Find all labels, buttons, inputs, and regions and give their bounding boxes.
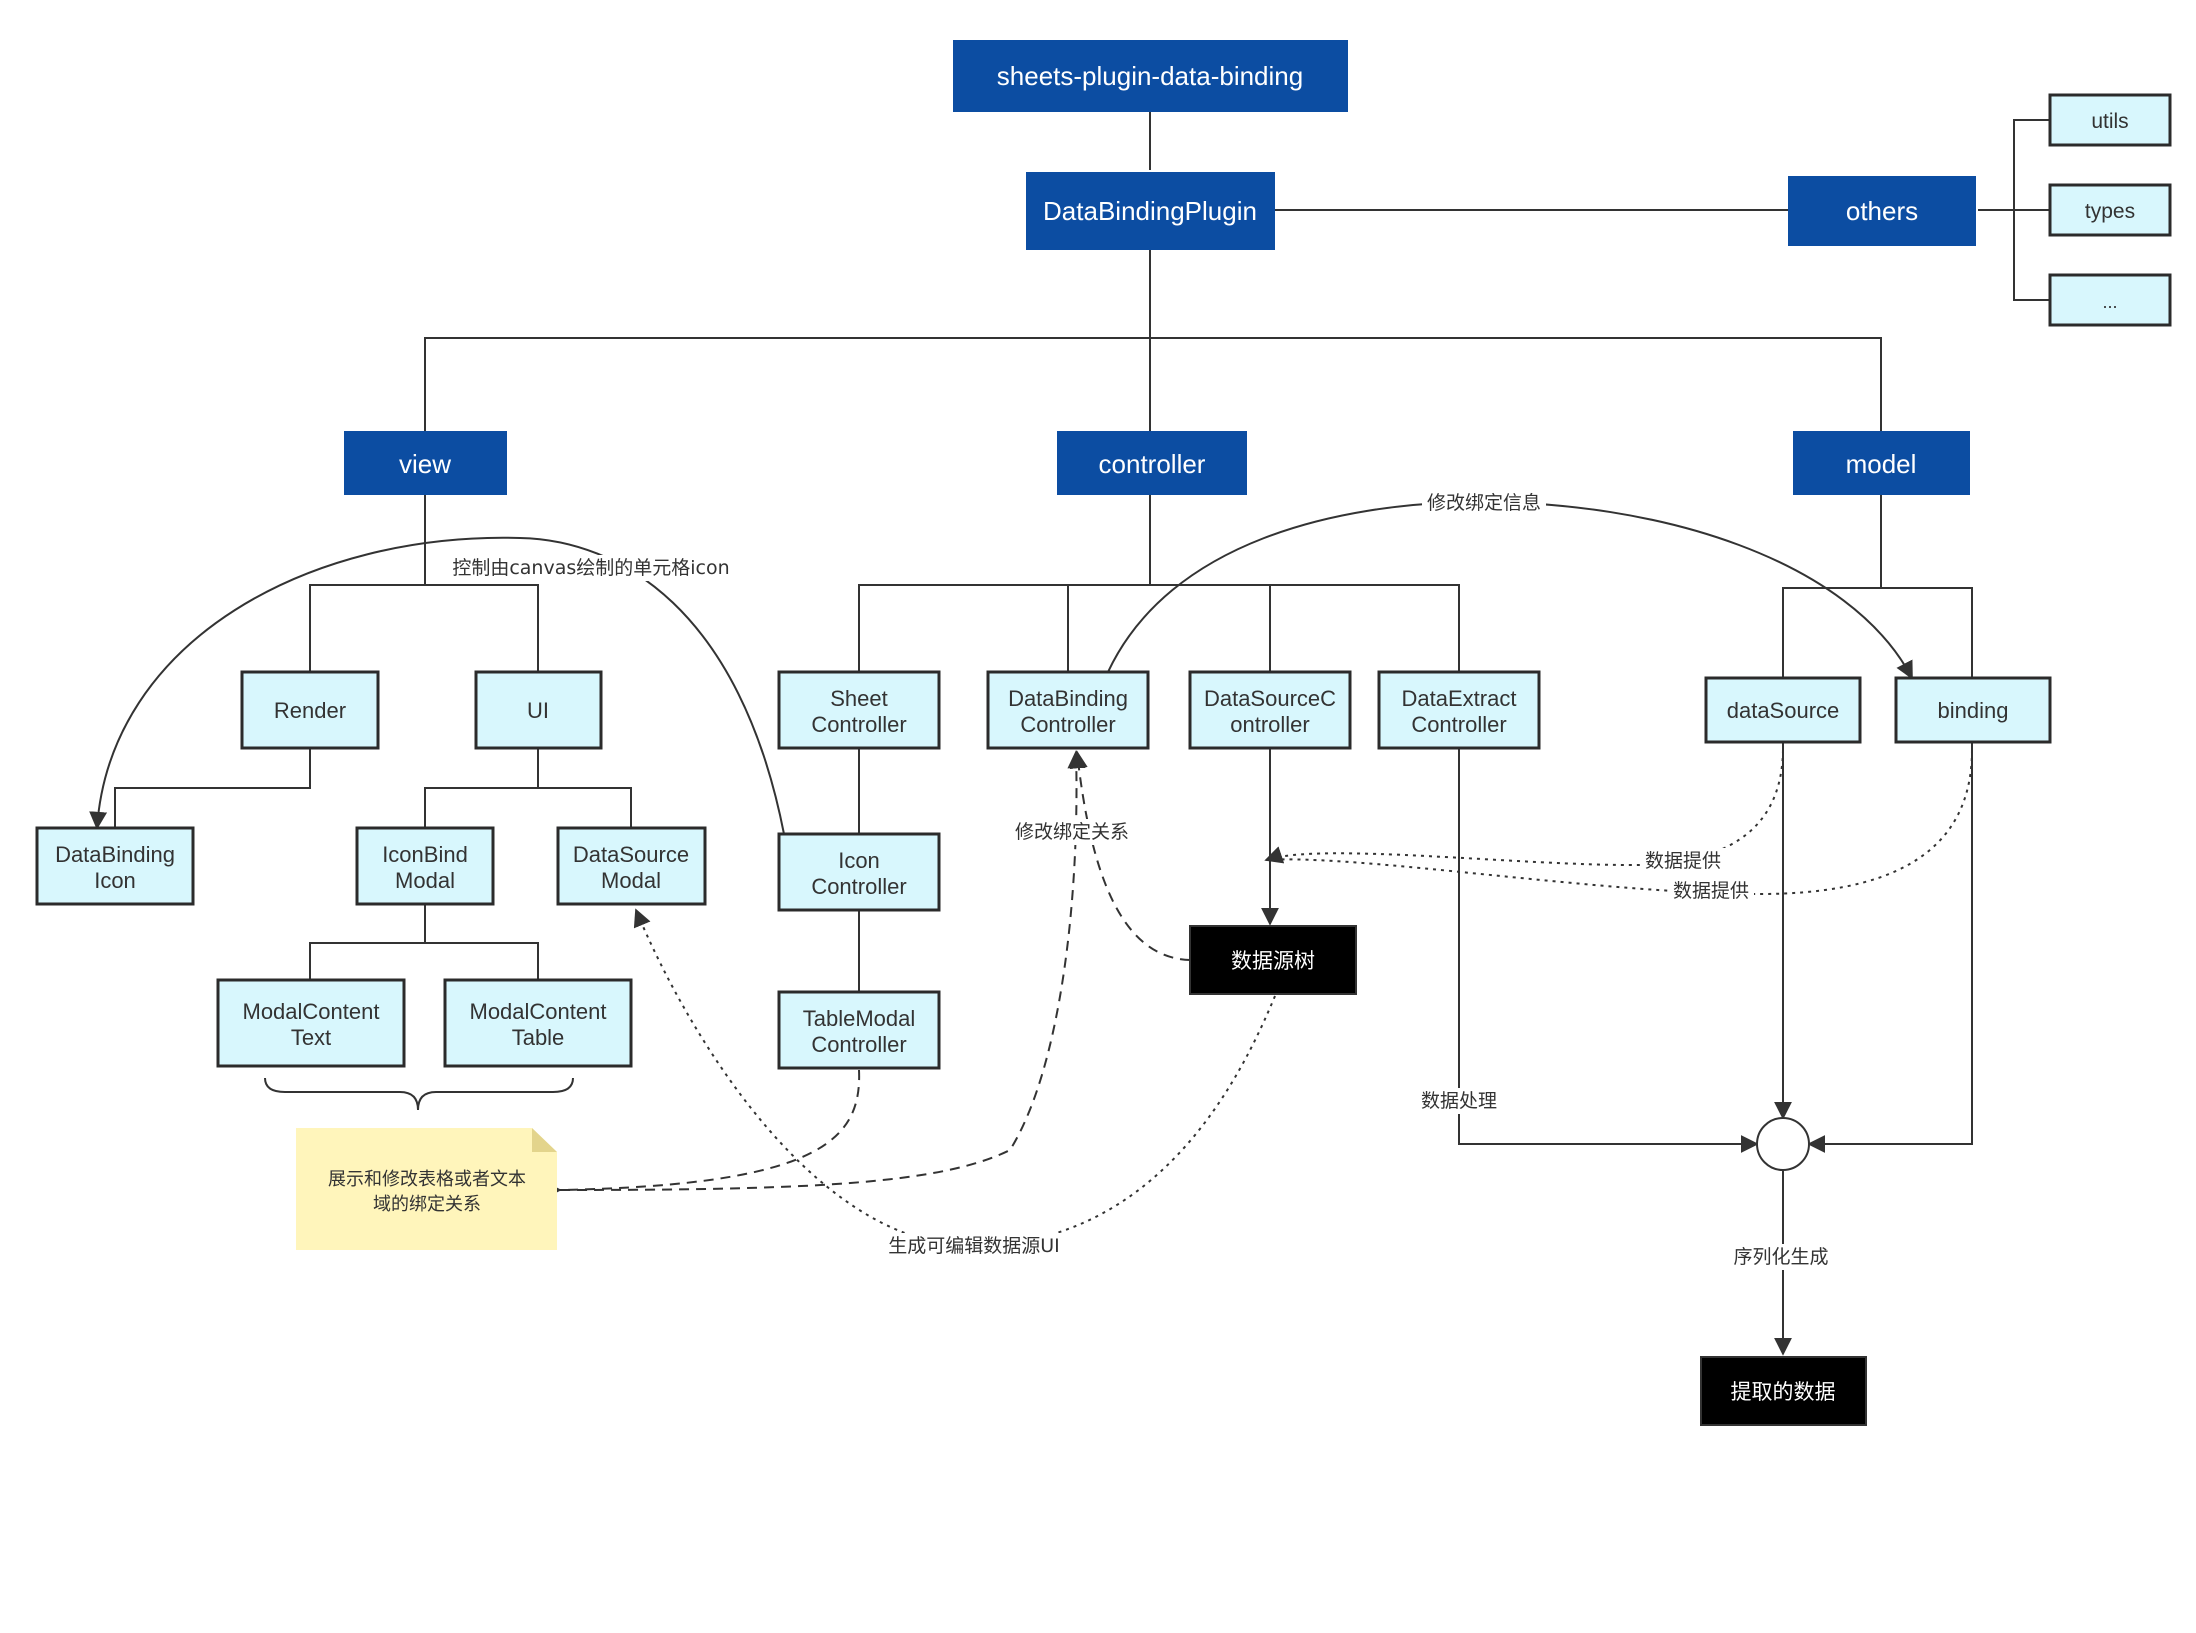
node-types[interactable]: types	[2048, 183, 2172, 237]
node-types-label: types	[2085, 200, 2135, 223]
node-controller[interactable]: controller	[1057, 431, 1247, 495]
label-modify-binding-relation: 修改绑定关系	[1015, 821, 1129, 843]
label-data-provide-2: 数据提供	[1673, 880, 1749, 902]
note-line1: 展示和修改表格或者文本	[328, 1169, 526, 1190]
node-ellipsis[interactable]: ...	[2048, 273, 2172, 327]
primary-nodes: sheets-plugin-data-binding DataBindingPl…	[344, 40, 1976, 495]
node-dataextract-controller-line2: Controller	[1411, 712, 1506, 737]
node-modalcontent-text-line1: ModalContent	[243, 999, 380, 1024]
edge-control-icon	[89, 536, 785, 835]
node-databinding-icon-line1: DataBinding	[55, 842, 175, 867]
node-iconbind-modal-line1: IconBind	[382, 842, 468, 867]
node-modalcontent-table-line1: ModalContent	[470, 999, 607, 1024]
node-plugin-label: DataBindingPlugin	[1043, 196, 1257, 226]
node-modalcontent-table[interactable]: ModalContent Table	[443, 978, 633, 1068]
node-render[interactable]: Render	[240, 670, 380, 750]
node-ui[interactable]: UI	[474, 670, 603, 750]
node-view-label: view	[399, 449, 451, 479]
edge-datasource-provide	[1264, 749, 1784, 867]
node-extracted-data-label: 提取的数据	[1731, 1380, 1836, 1404]
node-iconbind-modal[interactable]: IconBind Modal	[355, 826, 495, 906]
node-plugin[interactable]: DataBindingPlugin	[1026, 172, 1275, 250]
node-icon-controller-line1: Icon	[838, 848, 880, 873]
node-sheet-controller-line2: Controller	[811, 712, 906, 737]
edge-modify-binding-info	[1107, 500, 1913, 680]
edge-binding-merge	[1807, 742, 1973, 1153]
node-modalcontent-text-line2: Text	[291, 1025, 331, 1050]
module-nodes: utils types ... Render UI DataBinding Ic…	[35, 93, 2172, 1070]
node-datasource-label: dataSource	[1727, 698, 1840, 723]
edge-tablemodal-to-note	[558, 1069, 861, 1199]
node-datasource-tree[interactable]: 数据源树	[1189, 925, 1357, 995]
node-tablemodal-controller-line1: TableModal	[803, 1006, 916, 1031]
edge-note-to-dbcontroller	[559, 750, 1086, 1191]
node-render-label: Render	[274, 698, 346, 723]
node-view[interactable]: view	[344, 431, 507, 495]
node-iconbind-modal-line2: Modal	[395, 868, 455, 893]
label-data-process: 数据处理	[1421, 1090, 1497, 1112]
node-databinding-controller-line1: DataBinding	[1008, 686, 1128, 711]
node-binding[interactable]: binding	[1894, 676, 2052, 744]
node-utils[interactable]: utils	[2048, 93, 2172, 147]
node-datasource-tree-label: 数据源树	[1231, 949, 1315, 973]
node-binding-label: binding	[1938, 698, 2009, 723]
node-extracted-data[interactable]: 提取的数据	[1700, 1356, 1867, 1426]
node-datasource[interactable]: dataSource	[1704, 676, 1862, 744]
node-datasource-controller-line2: ontroller	[1230, 712, 1309, 737]
node-sheet-controller-line1: Sheet	[830, 686, 888, 711]
node-datasource-modal-line2: Modal	[601, 868, 661, 893]
node-modalcontent-table-line2: Table	[512, 1025, 565, 1050]
label-serialize: 序列化生成	[1733, 1246, 1828, 1268]
node-root-label: sheets-plugin-data-binding	[997, 61, 1303, 91]
node-datasource-modal-line1: DataSource	[573, 842, 689, 867]
edge-labels: 控制由canvas绘制的单元格icon 修改绑定信息 修改绑定关系 数据提供 数…	[450, 490, 1834, 1270]
node-databinding-controller-line2: Controller	[1020, 712, 1115, 737]
node-utils-label: utils	[2091, 110, 2128, 133]
node-tablemodal-controller[interactable]: TableModal Controller	[777, 990, 941, 1070]
node-dataextract-controller[interactable]: DataExtract Controller	[1377, 670, 1541, 750]
node-datasource-modal[interactable]: DataSource Modal	[556, 826, 707, 906]
node-others-label: others	[1846, 196, 1918, 226]
node-dataextract-controller-line1: DataExtract	[1402, 686, 1517, 711]
node-databinding-icon-line2: Icon	[94, 868, 136, 893]
dark-nodes: 数据源树 提取的数据	[1189, 925, 1867, 1426]
merge-node	[1756, 1117, 1810, 1171]
note: 展示和修改表格或者文本 域的绑定关系	[296, 1128, 557, 1250]
node-databinding-icon[interactable]: DataBinding Icon	[35, 826, 195, 906]
label-generate-ui: 生成可编辑数据源UI	[888, 1235, 1060, 1257]
node-root[interactable]: sheets-plugin-data-binding	[953, 40, 1348, 112]
edge-data-process	[1458, 748, 1759, 1153]
note-line2: 域的绑定关系	[373, 1194, 481, 1215]
label-data-provide-1: 数据提供	[1645, 850, 1721, 872]
edge-tree-to-dbcontroller	[1069, 750, 1191, 961]
node-controller-label: controller	[1099, 449, 1206, 479]
edge-generate-ui	[633, 908, 1276, 1248]
node-model-label: model	[1846, 449, 1917, 479]
node-icon-controller[interactable]: Icon Controller	[777, 832, 941, 912]
node-datasource-controller-line1: DataSourceC	[1204, 686, 1336, 711]
label-modify-binding-info: 修改绑定信息	[1427, 492, 1541, 514]
node-ellipsis-label: ...	[2102, 292, 2117, 312]
node-sheet-controller[interactable]: Sheet Controller	[777, 670, 941, 750]
node-tablemodal-controller-line2: Controller	[811, 1032, 906, 1057]
node-model[interactable]: model	[1793, 431, 1970, 495]
dashed-edges	[558, 750, 1191, 1199]
node-others[interactable]: others	[1788, 176, 1976, 246]
tree-connectors	[114, 112, 2050, 1111]
node-datasource-controller[interactable]: DataSourceC ontroller	[1188, 670, 1352, 750]
edge-binding-provide	[1265, 749, 1973, 896]
node-modalcontent-text[interactable]: ModalContent Text	[216, 978, 406, 1068]
node-databinding-controller[interactable]: DataBinding Controller	[986, 670, 1150, 750]
node-icon-controller-line2: Controller	[811, 874, 906, 899]
node-ui-label: UI	[527, 698, 549, 723]
label-control-icon: 控制由canvas绘制的单元格icon	[452, 557, 729, 579]
